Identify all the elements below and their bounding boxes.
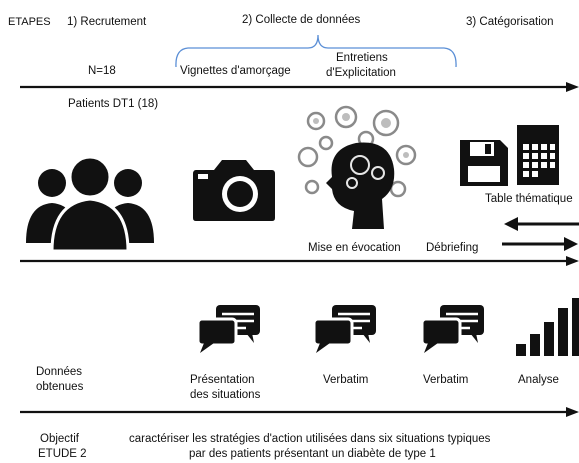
donnees-label: Données	[36, 366, 83, 378]
n-count: N=18	[88, 65, 116, 77]
vignettes-label: Vignettes d'amorçage	[180, 65, 291, 77]
chat-bubbles-icon	[196, 305, 260, 353]
table-thematique-label: Table thématique	[485, 193, 573, 205]
step-collecte: 2) Collecte de données	[242, 14, 361, 26]
objective-text-line1: caractériser les stratégies d'action uti…	[129, 433, 491, 445]
explicitation-label: d'Explicitation	[326, 67, 396, 79]
timeline-arrow-3	[20, 407, 579, 417]
camera-icon	[193, 160, 275, 221]
chat-bubbles-icon	[420, 305, 484, 353]
objective-text-line2: par des patients présentant un diabète d…	[189, 448, 436, 460]
timeline-arrow-2	[20, 256, 579, 266]
verbatim-label-2: Verbatim	[423, 374, 469, 386]
verbatim-label-1: Verbatim	[323, 374, 369, 386]
floppy-disk-icon	[460, 140, 508, 186]
analyse-label: Analyse	[518, 374, 559, 386]
patients-label: Patients DT1 (18)	[68, 98, 159, 110]
chat-bubbles-icon	[312, 305, 376, 353]
step-recrutement: 1) Recrutement	[67, 16, 147, 28]
evocation-label: Mise en évocation	[308, 242, 401, 254]
head-gears-icon	[297, 105, 417, 229]
calendar-icon	[517, 125, 559, 185]
people-icon	[26, 155, 154, 253]
situations-label: des situations	[190, 389, 261, 401]
exchange-arrows-icon	[502, 217, 579, 251]
bar-chart-icon	[516, 298, 579, 356]
etapes-label: ETAPES	[8, 16, 51, 28]
entretiens-label: Entretiens	[336, 52, 388, 64]
etude-label: ETUDE 2	[38, 448, 87, 460]
objectif-label: Objectif	[40, 433, 79, 445]
step-categorisation: 3) Catégorisation	[466, 16, 554, 28]
obtenues-label: obtenues	[36, 381, 84, 393]
collecte-brace	[175, 34, 457, 68]
debriefing-label: Débriefing	[426, 242, 479, 254]
presentation-label: Présentation	[190, 374, 255, 386]
timeline-arrow-1	[20, 82, 579, 92]
